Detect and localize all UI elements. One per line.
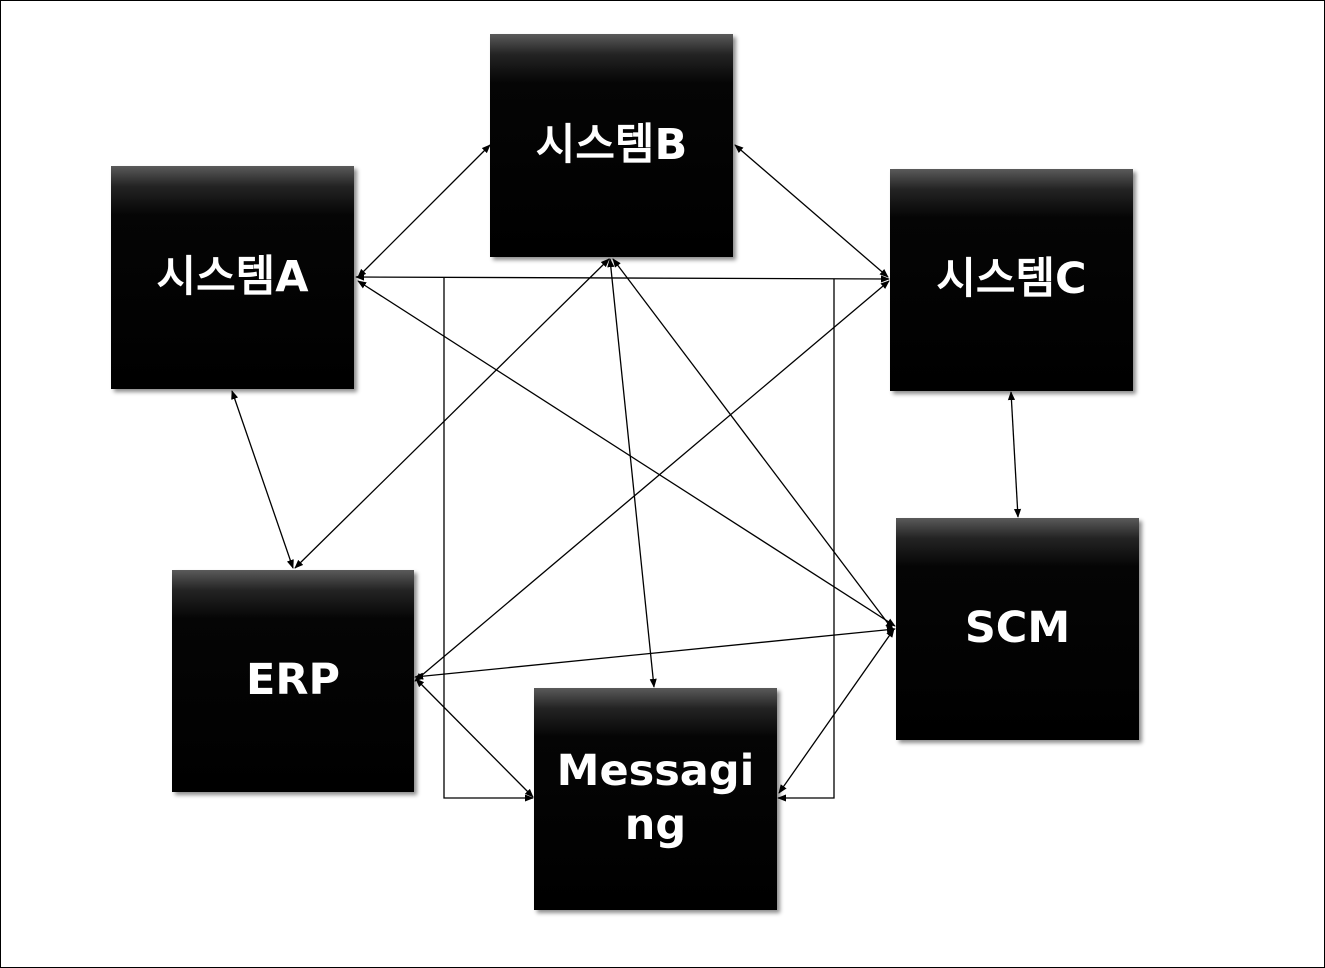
connector-c-messaging-elbow <box>777 279 835 802</box>
connector-b-messaging <box>607 258 657 688</box>
connector-a-scm <box>357 280 896 627</box>
node-system-b: 시스템B <box>490 34 733 257</box>
node-system-a: 시스템A <box>111 166 354 389</box>
node-system-b-label: 시스템B <box>535 119 688 170</box>
node-erp: ERP <box>172 570 414 792</box>
node-messaging: Messaging <box>534 688 777 910</box>
connector-c-erp <box>414 280 890 682</box>
connector-scm-messaging <box>778 628 895 794</box>
connector-a-c <box>355 273 890 283</box>
connector-a-messaging-elbow <box>443 277 534 802</box>
connector-a-erp <box>231 390 294 569</box>
node-system-c: 시스템C <box>890 169 1133 391</box>
node-erp-label: ERP <box>246 655 340 706</box>
connector-erp-messaging <box>415 678 534 798</box>
node-system-c-label: 시스템C <box>936 254 1087 305</box>
connector-b-scm <box>612 258 894 631</box>
node-messaging-label: Messaging <box>556 746 755 850</box>
connector-a-b <box>357 144 491 278</box>
node-system-a-label: 시스템A <box>156 251 309 302</box>
node-scm: SCM <box>896 518 1139 740</box>
connector-b-c <box>734 144 889 278</box>
connector-erp-scm <box>414 626 896 680</box>
connector-c-scm <box>1007 391 1022 518</box>
node-scm-label: SCM <box>964 603 1071 654</box>
